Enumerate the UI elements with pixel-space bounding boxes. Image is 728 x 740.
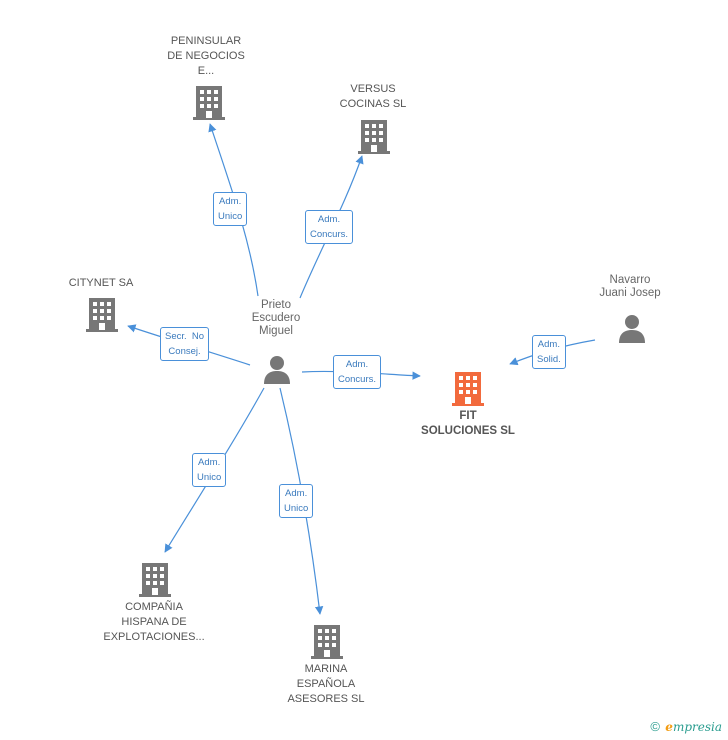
edge-label-peninsular[interactable]: Adm. Unico [213,192,248,226]
building-icon-peninsular[interactable] [193,86,225,120]
edge-label-citynet[interactable]: Secr. No Consej. [160,327,210,361]
brand-logo: empresia [665,720,722,734]
node-label-marina[interactable]: MARINA ESPAÑOLA ASESORES SL [287,663,365,705]
edge-label-marina[interactable]: Adm. Unico [279,484,314,518]
building-icon-compania[interactable] [139,563,171,597]
edge-label-fit-prieto[interactable]: Adm. Concurs. [333,355,382,389]
edge-label-fit-navarro[interactable]: Adm. Solid. [532,335,566,369]
node-label-prieto[interactable]: Prieto Escudero Miguel [251,299,301,337]
building-icon-versus[interactable] [358,120,390,154]
node-label-compania[interactable]: COMPAÑIA HISPANA DE EXPLOTACIONES... [103,601,205,643]
footer-brand[interactable]: © empresia [650,719,722,734]
building-icon-fit[interactable] [452,372,484,406]
person-icon-navarro[interactable] [619,315,645,343]
edge-label-compania[interactable]: Adm. Unico [192,453,227,487]
node-label-versus[interactable]: VERSUS COCINAS SL [339,83,407,110]
node-label-peninsular[interactable]: PENINSULAR DE NEGOCIOS E... [167,35,245,77]
building-icon-marina[interactable] [311,625,343,659]
node-label-fit[interactable]: FIT SOLUCIONES SL [421,410,515,437]
building-icon-citynet[interactable] [86,298,118,332]
copyright-icon: © [650,719,660,734]
node-label-citynet[interactable]: CITYNET SA [68,277,134,289]
person-icon-prieto[interactable] [264,356,290,384]
edge-label-versus[interactable]: Adm. Concurs. [305,210,354,244]
node-label-navarro[interactable]: Navarro Juani Josep [599,274,661,299]
